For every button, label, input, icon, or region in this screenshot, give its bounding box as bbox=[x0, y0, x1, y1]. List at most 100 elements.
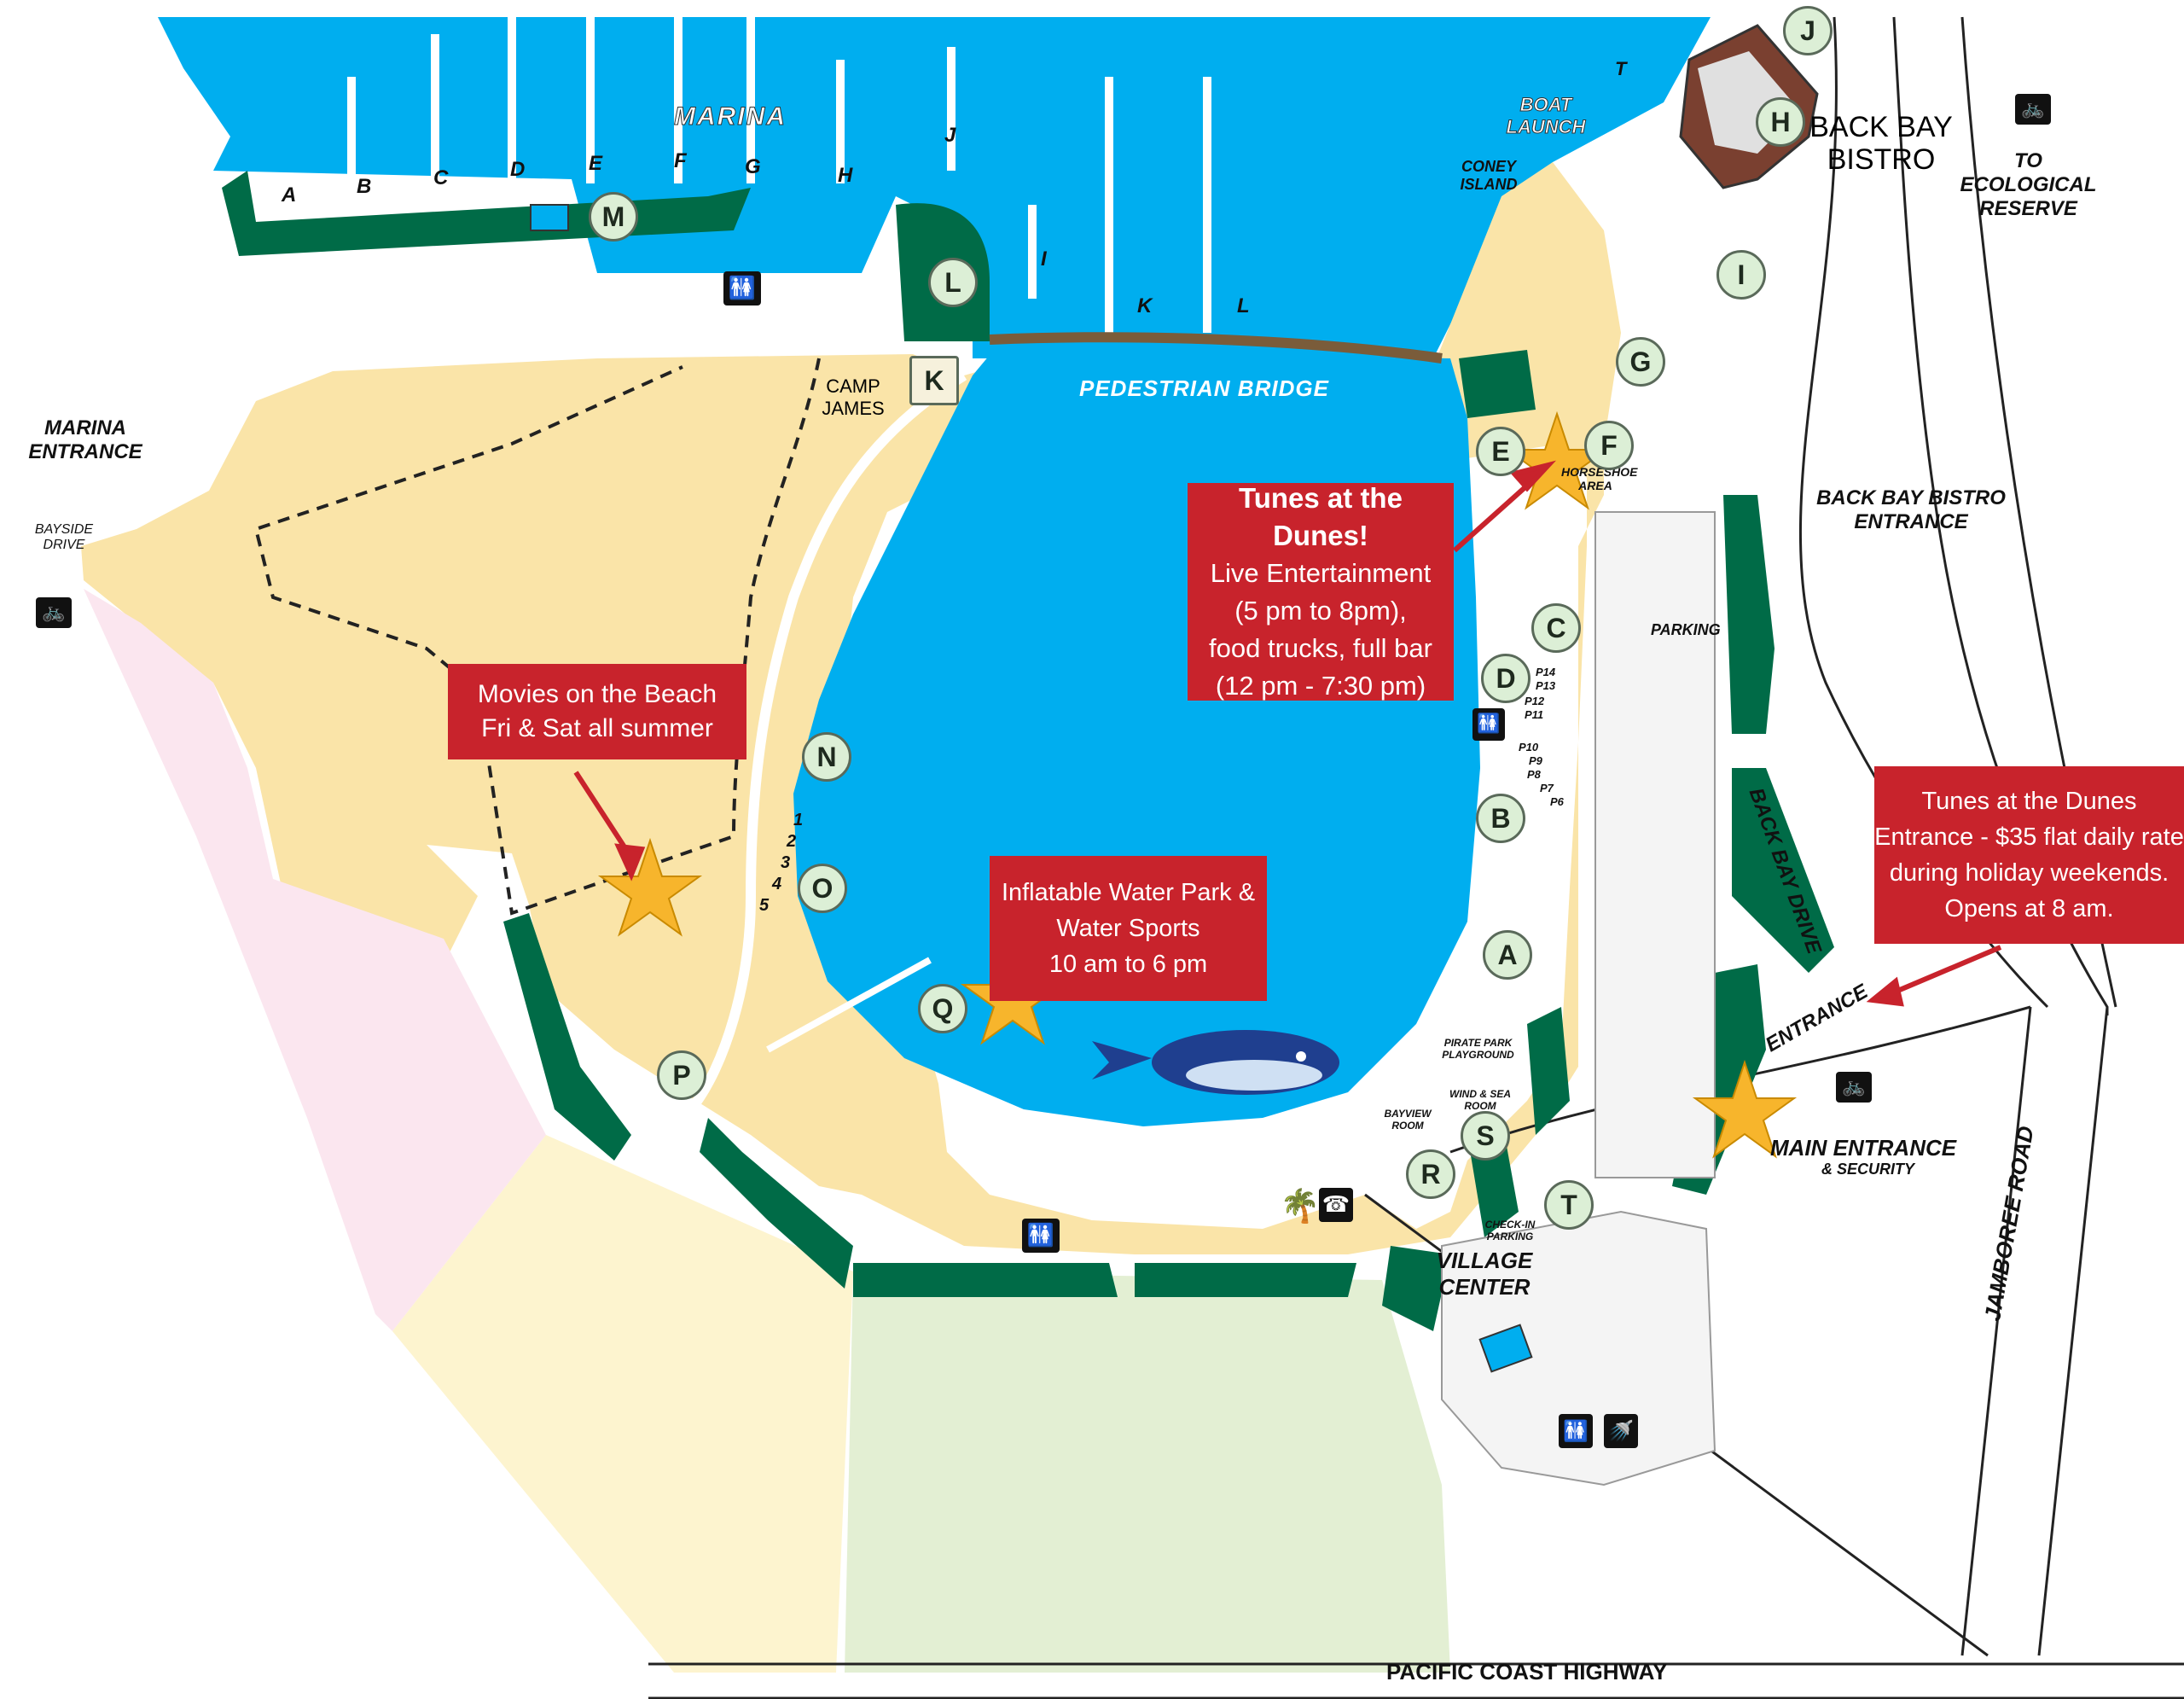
palm-tree-icon: 🌴 bbox=[1280, 1189, 1321, 1225]
tunes-line-2: (5 pm to 8pm), bbox=[1234, 595, 1407, 625]
marker-r[interactable]: R bbox=[1406, 1149, 1455, 1199]
pad-p14: P14 bbox=[1536, 666, 1556, 678]
phone-icon: ☎ bbox=[1319, 1188, 1353, 1222]
marker-e[interactable]: E bbox=[1476, 427, 1525, 476]
pirate-park-label: PIRATE PARK PLAYGROUND bbox=[1442, 1037, 1514, 1061]
whale-icon bbox=[1092, 1030, 1339, 1095]
to-ecological-reserve-label: TO ECOLOGICAL RESERVE bbox=[1960, 149, 2097, 220]
movies-line-1: Movies on the Beach bbox=[477, 680, 717, 708]
restroom-icon: 🚻 bbox=[1022, 1219, 1060, 1253]
marina-water bbox=[158, 17, 1711, 358]
parking-label: PARKING bbox=[1651, 621, 1721, 638]
sand-area bbox=[81, 162, 1621, 1254]
dock-b-label: B bbox=[357, 175, 372, 198]
dock-e-label: E bbox=[589, 152, 603, 175]
restroom-icon: 🚻 bbox=[723, 271, 761, 305]
bistro-entrance-label: BACK BAY BISTRO ENTRANCE bbox=[1816, 486, 2006, 533]
water-park-line-1: Inflatable Water Park & bbox=[1001, 879, 1256, 906]
security-label: & SECURITY bbox=[1821, 1161, 1915, 1178]
pad-p11: P11 bbox=[1525, 708, 1544, 721]
back-bay-bistro-label: BACK BAY BISTRO bbox=[1809, 111, 1953, 176]
yellow-lawn bbox=[392, 1135, 853, 1673]
bike-icon: 🚲 bbox=[36, 597, 72, 628]
marker-p[interactable]: P bbox=[657, 1050, 706, 1100]
village-center-label: VILLAGE CENTER bbox=[1436, 1248, 1533, 1300]
marker-o[interactable]: O bbox=[798, 864, 847, 913]
horseshoe-area-label: HORSESHOE AREA bbox=[1561, 465, 1638, 492]
tunes-entrance-line-3: during holiday weekends. bbox=[1889, 859, 2169, 887]
marker-i[interactable]: I bbox=[1716, 250, 1766, 300]
check-in-parking-label: CHECK-IN PARKING bbox=[1484, 1219, 1536, 1242]
dock-g-label: G bbox=[745, 155, 761, 178]
dock-c-label: C bbox=[433, 166, 449, 189]
marker-b[interactable]: B bbox=[1476, 794, 1525, 843]
dock-h-label: H bbox=[838, 164, 853, 187]
pedestrian-bridge-label: PEDESTRIAN BRIDGE bbox=[1079, 375, 1329, 401]
parking-lot bbox=[1594, 511, 1716, 1178]
marker-l[interactable]: L bbox=[928, 258, 978, 307]
dock-l-label: L bbox=[1237, 294, 1250, 317]
camp-james-label: CAMP JAMES bbox=[822, 375, 885, 419]
marina-label: MARINA bbox=[674, 102, 787, 131]
marker-c[interactable]: C bbox=[1531, 603, 1581, 653]
dock-d-label: D bbox=[510, 158, 526, 181]
bayview-room-label: BAYVIEW ROOM bbox=[1384, 1108, 1432, 1132]
pink-area bbox=[84, 589, 546, 1331]
tunes-line-4: (12 pm - 7:30 pm) bbox=[1215, 670, 1426, 701]
dock-i-label: I bbox=[1041, 247, 1047, 271]
marker-d[interactable]: D bbox=[1481, 654, 1531, 703]
dock-k-label: K bbox=[1137, 294, 1153, 317]
pad-p6: P6 bbox=[1550, 795, 1564, 808]
beach-site-3: 3 bbox=[781, 853, 791, 872]
marker-k[interactable]: K bbox=[909, 356, 959, 405]
star-icon bbox=[597, 837, 703, 937]
wind-sea-room-label: WIND & SEA ROOM bbox=[1449, 1088, 1511, 1112]
marker-a[interactable]: A bbox=[1483, 930, 1532, 980]
water-park-line-3: 10 am to 6 pm bbox=[1048, 951, 1208, 978]
pedestrian-bridge bbox=[989, 332, 1443, 364]
marker-f[interactable]: F bbox=[1584, 421, 1634, 470]
main-entrance-label: MAIN ENTRANCE bbox=[1770, 1135, 1957, 1161]
coney-island-label: CONEY ISLAND bbox=[1460, 158, 1518, 193]
dock-t-label: T bbox=[1615, 58, 1627, 79]
marker-q[interactable]: Q bbox=[918, 984, 967, 1033]
marker-t[interactable]: T bbox=[1544, 1180, 1594, 1230]
marker-n[interactable]: N bbox=[802, 732, 851, 782]
movies-line-2: Fri & Sat all summer bbox=[481, 714, 713, 742]
marker-m[interactable]: M bbox=[589, 192, 638, 241]
marker-j[interactable]: J bbox=[1783, 6, 1833, 55]
beach-site-2: 2 bbox=[787, 832, 797, 851]
tunes-entrance-callout: Tunes at the Dunes Entrance - $35 flat d… bbox=[1874, 766, 2184, 944]
pad-p12: P12 bbox=[1525, 695, 1545, 707]
marker-g[interactable]: G bbox=[1616, 337, 1665, 387]
pad-p9: P9 bbox=[1529, 754, 1542, 767]
bike-icon: 🚲 bbox=[1836, 1072, 1872, 1103]
dock-a-label: A bbox=[282, 183, 297, 207]
bike-icon: 🚲 bbox=[2015, 94, 2051, 125]
marina-entrance-label: MARINA ENTRANCE bbox=[28, 416, 142, 463]
dock-f-label: F bbox=[674, 149, 687, 172]
restroom-icon: 🚻 bbox=[1472, 708, 1505, 741]
tunes-line-1: Live Entertainment bbox=[1210, 557, 1432, 588]
tunes-title: Tunes at the Dunes! bbox=[1239, 481, 1403, 551]
marker-s[interactable]: S bbox=[1461, 1111, 1510, 1161]
water-park-callout: Inflatable Water Park & Water Sports 10 … bbox=[990, 856, 1267, 1001]
pch-label: PACIFIC COAST HIGHWAY bbox=[1386, 1659, 1668, 1684]
star-icon bbox=[1692, 1059, 1798, 1159]
pad-p8: P8 bbox=[1527, 768, 1541, 781]
beach-site-4: 4 bbox=[772, 875, 782, 893]
dock-j-label: J bbox=[944, 124, 956, 147]
marker-h[interactable]: H bbox=[1756, 97, 1805, 147]
pool-icon bbox=[1478, 1324, 1533, 1373]
pad-p10: P10 bbox=[1519, 741, 1539, 753]
village-center-area bbox=[1441, 1210, 1716, 1487]
tunes-entrance-line-2: Entrance - $35 flat daily rate bbox=[1874, 823, 2184, 851]
beach-site-5: 5 bbox=[759, 896, 770, 915]
movies-callout: Movies on the Beach Fri & Sat all summer bbox=[448, 664, 746, 759]
pad-p13: P13 bbox=[1536, 679, 1556, 692]
pad-p7: P7 bbox=[1540, 782, 1554, 794]
tunes-line-3: food trucks, full bar bbox=[1209, 632, 1432, 663]
green-lawn bbox=[845, 1271, 1450, 1673]
tunes-entrance-line-4: Opens at 8 am. bbox=[1944, 895, 2114, 922]
